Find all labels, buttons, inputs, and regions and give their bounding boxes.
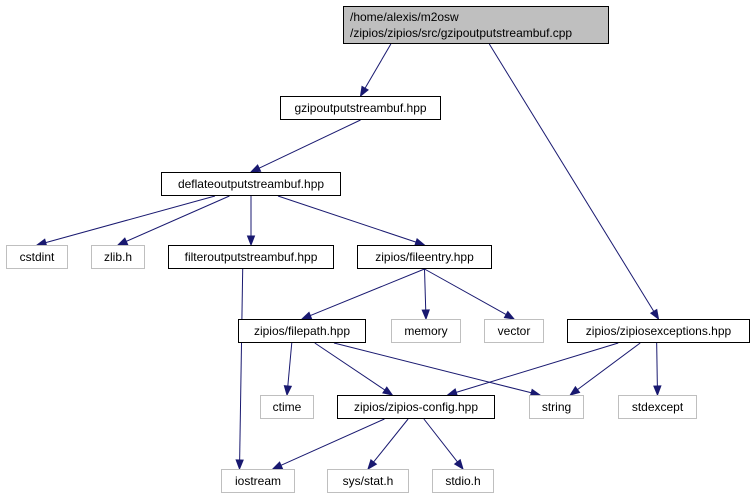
- edge-fileentry-to-memory: [421, 268, 430, 321]
- edge-deflateoutputstreambuf-to-fileentry: [277, 195, 426, 246]
- node-label: memory: [404, 324, 448, 338]
- node-label: cstdint: [19, 250, 55, 264]
- node-label: ctime: [272, 400, 302, 414]
- arrowhead-icon: [249, 164, 262, 173]
- edge-line: [488, 43, 655, 312]
- edge-zipios_config-to-sys_stat: [367, 418, 409, 471]
- arrowhead-icon: [283, 385, 293, 397]
- edge-gzipoutputstreambuf-to-deflateoutputstreambuf: [249, 119, 361, 173]
- node-sys-stat-h: sys/stat.h: [327, 469, 409, 493]
- node-label: filteroutputstreambuf.hpp: [184, 250, 318, 264]
- edge-filepath-to-string: [333, 342, 542, 397]
- arrowhead-icon: [367, 458, 378, 471]
- node-label: iostream: [234, 474, 281, 488]
- arrowhead-icon: [653, 385, 662, 397]
- edge-line: [310, 268, 425, 317]
- edge-root-to-zipiosexceptions: [488, 43, 660, 321]
- node-label: zlib.h: [103, 250, 132, 264]
- node-iostream: iostream: [221, 469, 295, 493]
- arrowhead-icon: [359, 85, 369, 98]
- edge-line: [423, 418, 458, 463]
- arrowhead-icon: [649, 308, 660, 321]
- arrowhead-icon: [235, 459, 244, 471]
- edge-line: [258, 119, 361, 169]
- node-memory: memory: [391, 319, 461, 343]
- edge-line: [333, 342, 532, 394]
- node-ctime: ctime: [260, 395, 314, 419]
- node-stdio-h: stdio.h: [432, 469, 494, 493]
- node-label: zipios/filepath.hpp: [253, 324, 351, 338]
- edge-line: [45, 195, 216, 244]
- edge-zipios_config-to-stdio: [423, 418, 464, 471]
- root-node-label-line1: /home/alexis/m2osw: [350, 10, 459, 24]
- root-node-label-line2: /zipios/zipios/src/gzipoutputstreambuf.c…: [350, 26, 573, 40]
- node-label: gzipoutputstreambuf.hpp: [294, 101, 427, 115]
- edge-zipiosexceptions-to-zipios_config: [446, 342, 619, 397]
- node-zipios-fileentry-hpp[interactable]: zipios/fileentry.hpp: [357, 245, 492, 269]
- edge-zipios_config-to-iostream: [271, 418, 385, 470]
- edge-line: [314, 342, 386, 391]
- node-zipios-zipios-config-hpp[interactable]: zipios/zipios-config.hpp: [337, 395, 495, 419]
- edge-filepath-to-ctime: [283, 342, 293, 397]
- node-label: deflateoutputstreambuf.hpp: [177, 177, 325, 191]
- edge-line: [280, 418, 385, 466]
- node-gzipoutputstreambuf-hpp[interactable]: gzipoutputstreambuf.hpp: [280, 96, 441, 120]
- node-label: stdio.h: [445, 474, 481, 488]
- edge-line: [239, 268, 244, 461]
- edge-line: [277, 195, 417, 243]
- node-filteroutputstreambuf-hpp[interactable]: filteroutputstreambuf.hpp: [168, 245, 334, 269]
- arrowhead-icon: [300, 311, 313, 320]
- edge-line: [656, 342, 658, 387]
- root-node-gzipoutputstreambuf-cpp: /home/alexis/m2osw /zipios/zipios/src/gz…: [343, 6, 609, 44]
- edge-line: [126, 195, 230, 242]
- arrowhead-icon: [503, 310, 516, 320]
- edge-fileentry-to-vector: [424, 268, 516, 320]
- arrowhead-icon: [453, 458, 464, 471]
- node-stdexcept: stdexcept: [618, 395, 697, 419]
- arrowhead-icon: [382, 386, 394, 396]
- edge-deflateoutputstreambuf-to-cstdint: [35, 195, 216, 247]
- edge-line: [287, 342, 293, 387]
- edge-line: [456, 342, 619, 393]
- arrowhead-icon: [569, 385, 581, 396]
- edge-filteroutputstreambuf-to-iostream: [235, 268, 244, 471]
- arrowhead-icon: [271, 461, 284, 470]
- node-zipios-zipiosexceptions-hpp[interactable]: zipios/zipiosexceptions.hpp: [567, 319, 750, 343]
- edge-deflateoutputstreambuf-to-filteroutputstreambuf: [246, 196, 256, 247]
- node-deflateoutputstreambuf-hpp[interactable]: deflateoutputstreambuf.hpp: [161, 172, 341, 196]
- node-label: vector: [497, 324, 531, 338]
- edge-zipiosexceptions-to-stdexcept: [653, 342, 662, 397]
- node-label: string: [541, 400, 572, 414]
- edge-zipiosexceptions-to-string: [569, 342, 641, 396]
- node-label: zipios/zipios-config.hpp: [353, 400, 479, 414]
- node-vector: vector: [484, 319, 544, 343]
- node-label: zipios/fileentry.hpp: [375, 250, 474, 264]
- node-zlib-h: zlib.h: [91, 245, 145, 269]
- edge-fileentry-to-filepath: [300, 268, 425, 320]
- edge-line: [364, 43, 392, 89]
- arrowhead-icon: [246, 235, 256, 247]
- edge-filepath-to-zipios_config: [314, 342, 394, 396]
- edge-line: [424, 268, 507, 316]
- edge-deflateoutputstreambuf-to-zlib: [116, 195, 230, 246]
- node-label: zipios/zipiosexceptions.hpp: [585, 324, 732, 338]
- node-zipios-filepath-hpp[interactable]: zipios/filepath.hpp: [238, 319, 366, 343]
- node-string: string: [529, 395, 584, 419]
- edge-line: [373, 418, 409, 463]
- edge-root-to-gzipoutputstreambuf: [359, 43, 392, 98]
- edge-line: [577, 342, 641, 391]
- node-label: sys/stat.h: [342, 474, 394, 488]
- node-label: stdexcept: [631, 400, 684, 414]
- node-cstdint: cstdint: [6, 245, 68, 269]
- edge-line: [424, 268, 427, 311]
- arrowhead-icon: [421, 309, 430, 321]
- arrowhead-icon: [116, 237, 129, 246]
